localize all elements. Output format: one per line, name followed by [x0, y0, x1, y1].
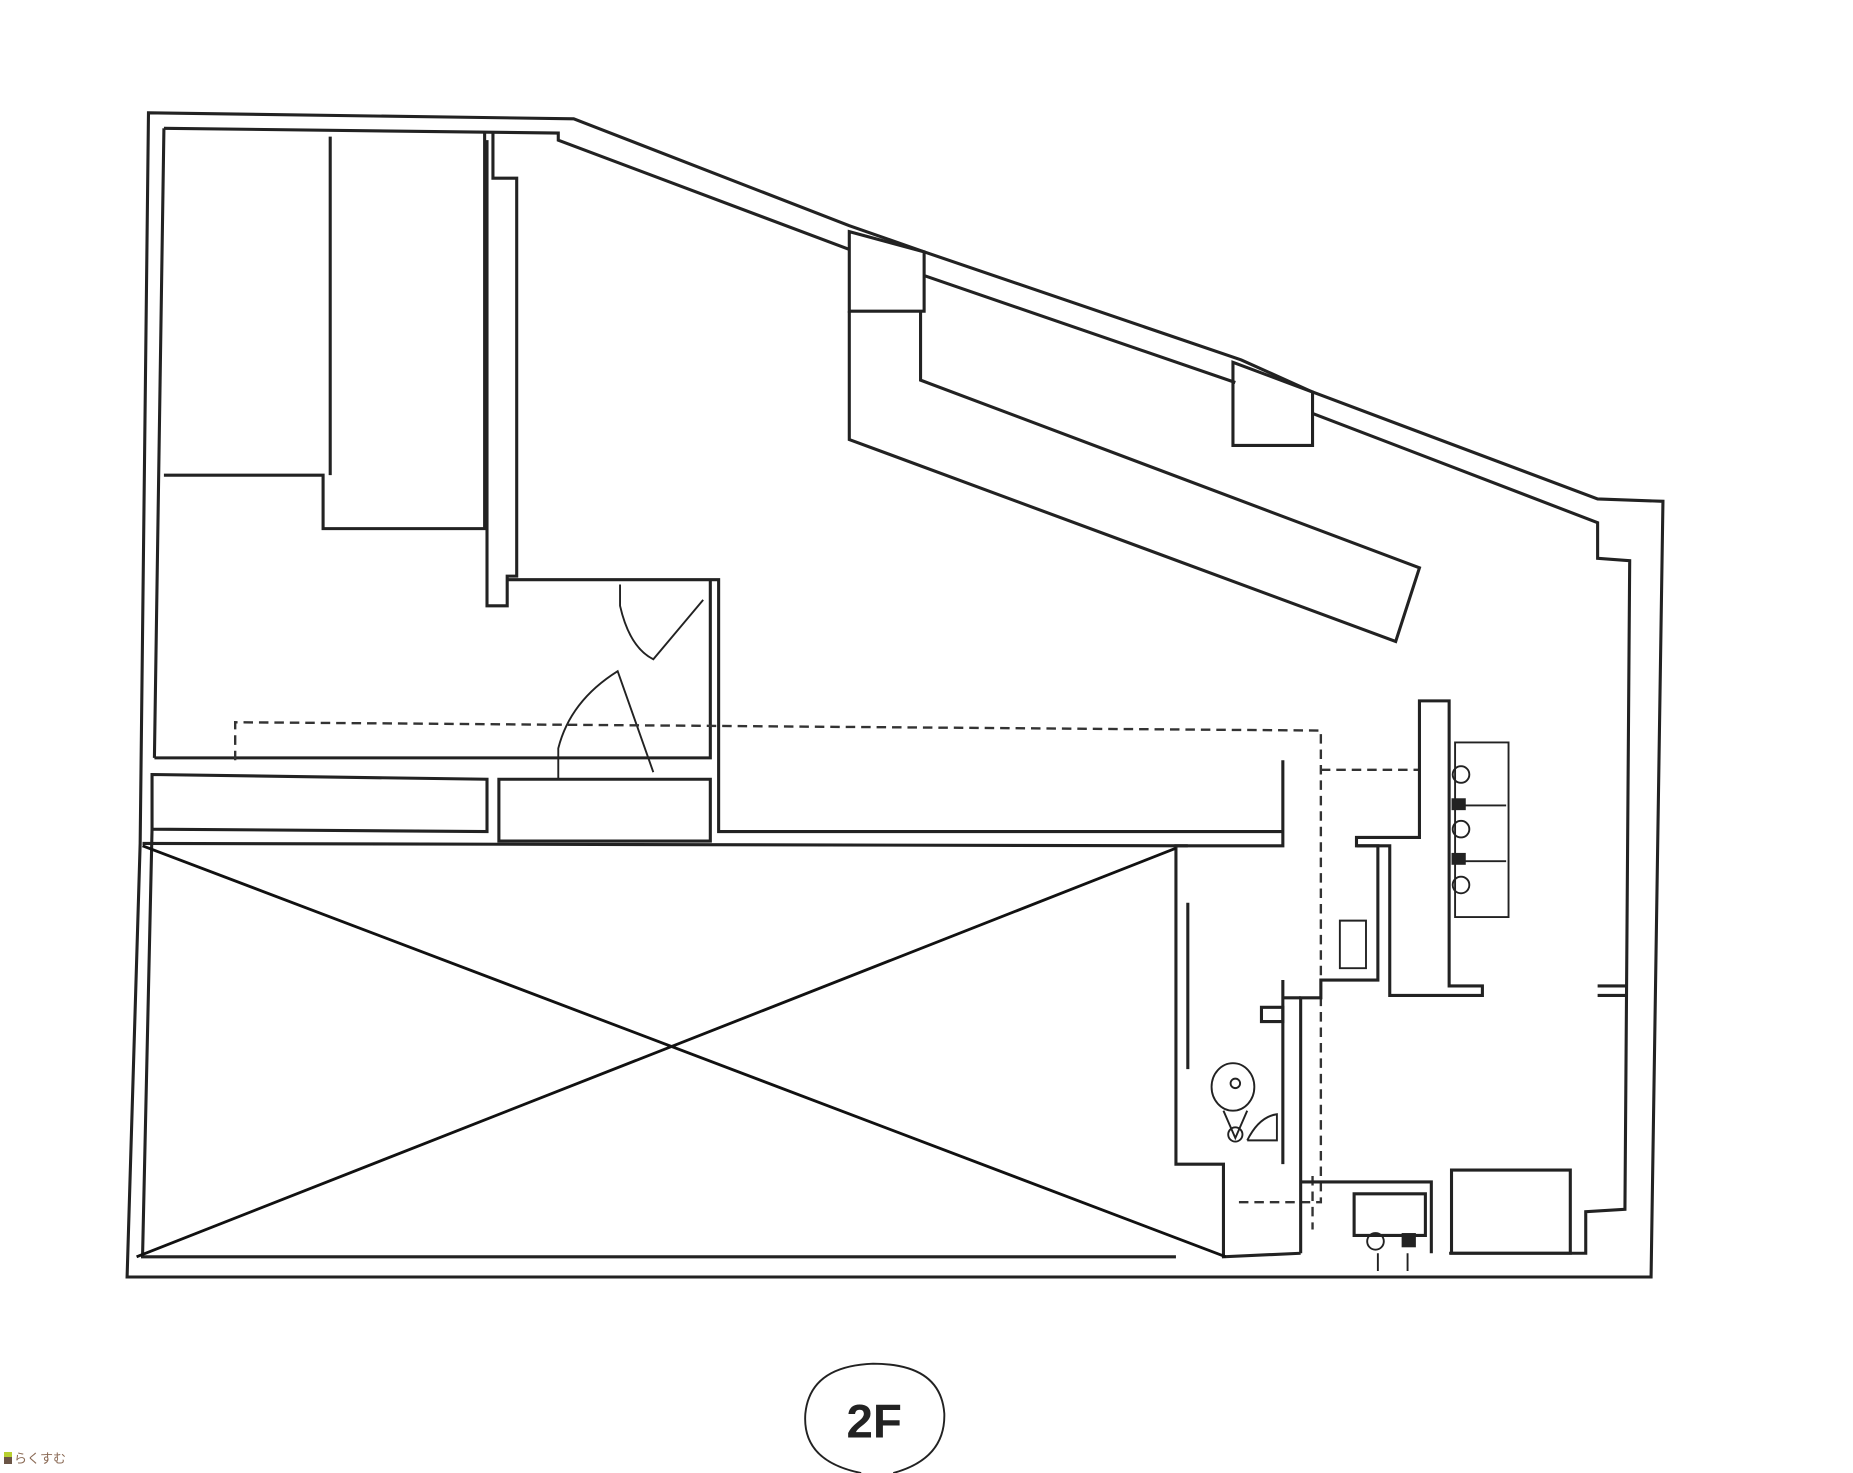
fixture-cabinet — [1454, 741, 1510, 919]
watermark-logo-icon — [4, 1451, 12, 1464]
room-wall — [154, 579, 712, 760]
room-wall — [163, 133, 487, 531]
toilet-icon — [1210, 1062, 1278, 1143]
outer-wall — [125, 111, 1665, 1279]
fixture-sink-icon — [1366, 1232, 1416, 1272]
pillar — [847, 229, 926, 313]
room-wall — [507, 578, 1283, 834]
room-wall — [1186, 902, 1301, 1165]
room-wall — [1354, 699, 1484, 998]
room-wall — [485, 133, 519, 608]
watermark: らくすむ — [4, 1448, 66, 1467]
room-wall — [1597, 984, 1628, 998]
room-wall — [1259, 1005, 1285, 1024]
excluded-area-cross-line — [136, 846, 1177, 1259]
room-wall — [1300, 1180, 1433, 1254]
inner-wall — [163, 126, 1632, 1259]
storage-box — [1449, 1168, 1572, 1255]
pillar — [1231, 360, 1315, 448]
floor-label-badge: 2F — [804, 1362, 946, 1473]
fixture-box — [1338, 919, 1367, 970]
excluded-area-cross-line — [142, 844, 1227, 1259]
door-swing — [619, 584, 704, 661]
room-wall — [142, 841, 1188, 848]
floor-label: 2F — [847, 1395, 902, 1448]
door-swing — [557, 669, 655, 779]
fixture-sink-icon — [1451, 765, 1471, 895]
room-wall — [497, 777, 712, 843]
dashed-line — [234, 721, 1420, 1230]
room-wall — [150, 772, 489, 834]
diagonal-partition — [847, 311, 1422, 644]
inner-left-wall — [140, 128, 1176, 1259]
watermark-text: らくすむ — [14, 1452, 67, 1467]
